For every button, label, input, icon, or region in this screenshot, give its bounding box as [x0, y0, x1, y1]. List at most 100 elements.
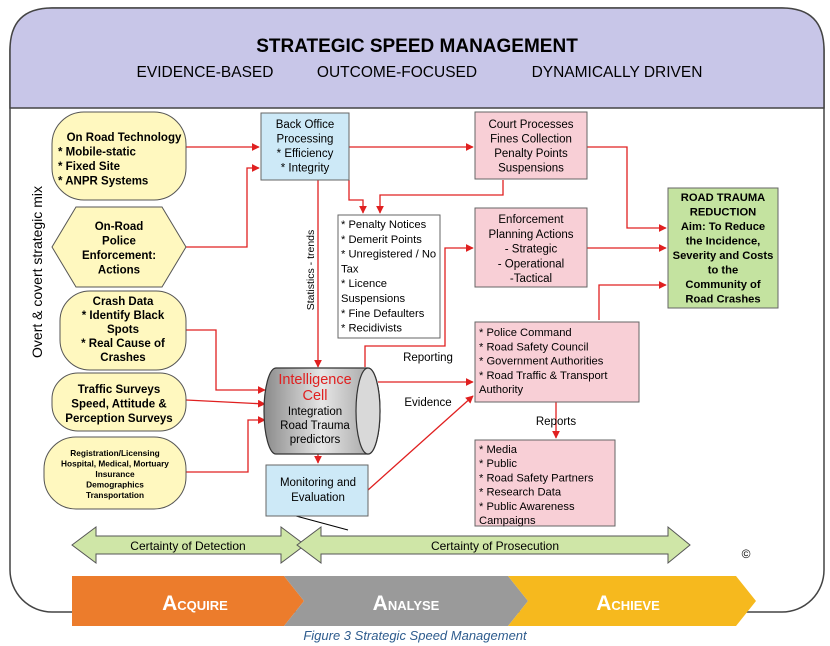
road-trauma-line: Community of [685, 279, 760, 291]
registration-line: Demographics [86, 480, 144, 490]
arrow-police-backoffice [186, 164, 260, 248]
on-road-tech-line: * Mobile-static [58, 147, 137, 159]
media-box [474, 439, 616, 527]
media-line: * Public Awareness [479, 501, 575, 513]
registration-line: Transportation [86, 490, 144, 500]
certainty-prosecution-arrow [296, 525, 691, 565]
crash-data-box [59, 290, 187, 371]
arrow-surveys-intel [185, 399, 266, 408]
media-line: Campaigns [479, 515, 536, 527]
road-trauma-line: Aim: To Reduce [681, 221, 765, 233]
monitoring-box [265, 464, 369, 517]
on-road-tech-line: On Road Technology [67, 132, 182, 144]
intel-title-line: Cell [303, 388, 328, 404]
police-command-line: Authority [479, 384, 524, 396]
monitoring-line: Evaluation [291, 492, 345, 504]
court-line: Penalty Points [494, 148, 568, 160]
crash-data-line: * Real Cause of [81, 338, 165, 350]
certainty-detection-label: Certainty of Detection [130, 539, 245, 553]
penalty-list-line: * Recidivists [341, 323, 402, 335]
subtitle-dynamic: DYNAMICALLY DRIVEN [532, 64, 703, 81]
intelligence-cell-cylinder [263, 367, 381, 455]
traffic-surveys-line: Speed, Attitude & [71, 399, 166, 411]
court-line: Fines Collection [490, 134, 572, 146]
crash-data-line: * Identify Black [82, 310, 165, 322]
phase-analyse-label: ANALYSE [373, 592, 440, 615]
back-office-line: * Integrity [281, 163, 330, 175]
penalty-list-box [337, 214, 441, 339]
enforcement-planning-line: -Tactical [510, 273, 552, 285]
media-line: * Research Data [479, 487, 562, 499]
penalty-list-line: Tax [341, 263, 359, 275]
back-office-line: Processing [277, 134, 334, 146]
enforcement-planning-line: Enforcement [498, 214, 564, 226]
on-road-tech-line: * ANPR Systems [58, 176, 148, 188]
phase-achieve-label: ACHIEVE [596, 592, 660, 615]
phase-acquire-label: ACQUIRE [162, 592, 228, 615]
enforcement-planning-line: - Operational [498, 258, 564, 270]
arrow-court-trauma [587, 146, 667, 232]
police-enforcement-line: Police [102, 236, 136, 248]
penalty-list-line: * Unregistered / No [341, 249, 436, 261]
connector-monitoring-certainty [295, 515, 349, 531]
arrow-registration-intel [186, 416, 266, 473]
back-office-line: * Efficiency [277, 148, 334, 160]
intel-body-line: Integration [288, 406, 342, 418]
road-trauma-line: REDUCTION [690, 207, 757, 219]
court-box [474, 111, 588, 180]
penalty-list-line: * Penalty Notices [341, 219, 427, 231]
police-enforcement-hexagon [51, 206, 187, 288]
back-office-line: Back Office [276, 119, 335, 131]
media-line: * Road Safety Partners [479, 472, 594, 484]
arrow-court-penalty [376, 180, 504, 214]
intel-body-line: predictors [290, 434, 341, 446]
box-text-lines: On Road Technology * Mobile-static * Fixed… [58, 119, 773, 527]
copyright-mark: © [742, 547, 751, 561]
registration-line: Hospital, Medical, Mortuary [61, 459, 169, 469]
phase-analyse-chevron [284, 576, 528, 626]
registration-line: Insurance [95, 469, 135, 479]
subtitle-evidence: EVIDENCE-BASED [137, 64, 274, 81]
crash-data-line: Crash Data [93, 296, 154, 308]
phase-acquire-chevron [72, 576, 304, 626]
police-command-box [474, 321, 640, 403]
reporting-label: Reporting [403, 352, 453, 364]
side-label: Overt & covert strategic mix [29, 186, 45, 358]
road-trauma-line: Severity and Costs [673, 250, 774, 262]
traffic-surveys-line: Perception Surveys [65, 413, 172, 425]
enforcement-planning-box [474, 207, 588, 288]
traffic-surveys-line: Traffic Surveys [78, 384, 160, 396]
intel-title-line: Intelligence [278, 372, 351, 388]
road-trauma-line: Road Crashes [685, 294, 760, 306]
traffic-surveys-box [51, 372, 187, 432]
on-road-tech-line: * Fixed Site [58, 161, 120, 173]
subtitle-outcome: OUTCOME-FOCUSED [317, 64, 477, 81]
reports-label: Reports [536, 416, 577, 428]
police-enforcement-line: On-Road [95, 221, 144, 233]
phase-achieve-chevron [508, 576, 756, 626]
police-command-line: * Government Authorities [479, 356, 604, 368]
intel-body-line: Road Trauma [280, 420, 350, 432]
police-enforcement-line: Enforcement: [82, 250, 156, 262]
on-road-tech-box [51, 111, 187, 201]
media-line: * Media [479, 444, 518, 456]
court-line: Court Processes [488, 119, 573, 131]
registration-line: Registration/Licensing [70, 448, 159, 458]
police-command-line: * Road Safety Council [479, 341, 588, 353]
monitoring-line: Monitoring and [280, 477, 356, 489]
evidence-label: Evidence [404, 397, 451, 409]
media-line: * Public [479, 458, 517, 470]
statistics-trends-label: Statistics - trends [305, 230, 317, 311]
police-command-line: * Road Traffic & Transport [479, 370, 608, 382]
road-trauma-line: the Incidence, [686, 236, 761, 248]
road-trauma-box [667, 187, 779, 309]
road-trauma-line: ROAD TRAUMA [681, 192, 766, 204]
enforcement-planning-line: - Strategic [505, 244, 558, 256]
crash-data-line: Spots [107, 324, 139, 336]
penalty-list-line: * Licence [341, 278, 387, 290]
back-office-box [260, 112, 350, 181]
certainty-prosecution-label: Certainty of Prosecution [431, 539, 559, 553]
penalty-list-line: * Demerit Points [341, 234, 422, 246]
arrow-backoffice-penalty [348, 180, 367, 214]
